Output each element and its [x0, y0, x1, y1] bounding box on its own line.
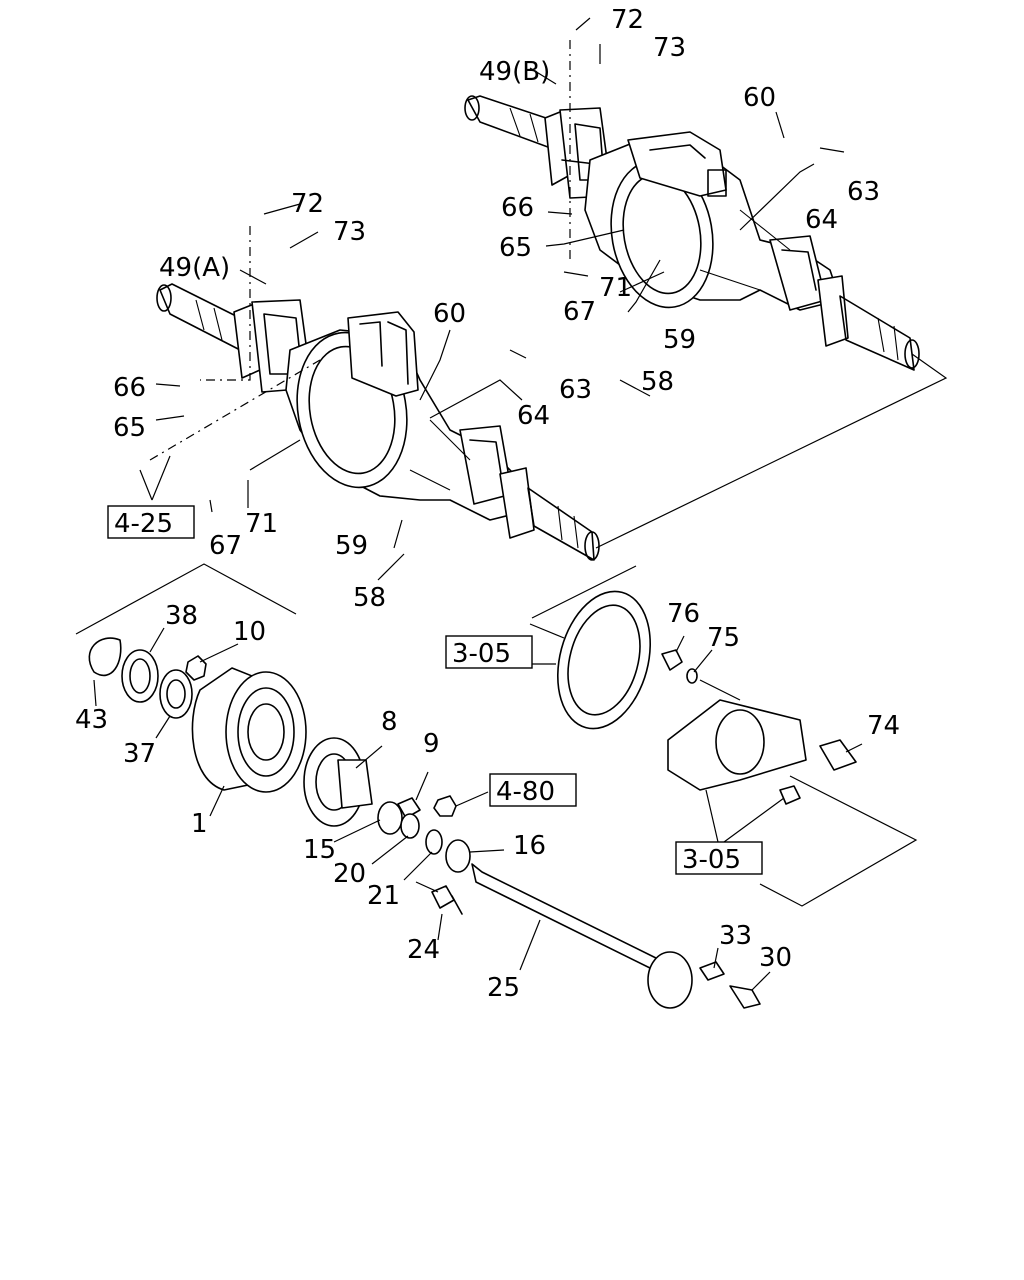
label-66-lower: 66 — [113, 373, 146, 403]
label-64-lower: 64 — [517, 401, 550, 431]
ref-text-4-80: 4-80 — [496, 777, 555, 807]
label-58-upper: 58 — [641, 367, 674, 397]
label-75: 75 — [707, 623, 740, 653]
label-37: 37 — [123, 739, 156, 769]
label-25: 25 — [487, 973, 520, 1003]
ref-box-3-05-backing[interactable]: 3-05 — [445, 635, 533, 669]
label-65-upper: 65 — [499, 233, 532, 263]
label-16: 16 — [513, 831, 546, 861]
label-60-upper: 60 — [743, 83, 776, 113]
axle-housing-lower — [156, 283, 600, 561]
label-74: 74 — [867, 711, 900, 741]
brake-bracket — [667, 699, 857, 805]
label-20: 20 — [333, 859, 366, 889]
label-71-upper: 71 — [599, 273, 632, 303]
label-58-lower: 58 — [353, 583, 386, 613]
ref-text-4-25: 4-25 — [114, 509, 173, 539]
label-9: 9 — [423, 729, 440, 759]
hub-assembly — [88, 637, 471, 915]
label-73-lower: 73 — [333, 217, 366, 247]
label-43: 43 — [75, 705, 108, 735]
label-21: 21 — [367, 881, 400, 911]
label-67-upper: 67 — [563, 297, 596, 327]
label-38: 38 — [165, 601, 198, 631]
label-30: 30 — [759, 943, 792, 973]
label-72-upper: 72 — [611, 5, 644, 35]
label-15: 15 — [303, 835, 336, 865]
backing-plate — [556, 590, 698, 730]
label-73-upper: 73 — [653, 33, 686, 63]
label-49a: 49(A) — [159, 253, 230, 283]
leader-lines — [75, 17, 948, 991]
label-65-lower: 65 — [113, 413, 146, 443]
axle-shaft — [471, 863, 761, 1009]
ref-text-3-05-backing: 3-05 — [452, 639, 511, 669]
ref-box-3-05-bracket[interactable]: 3-05 — [675, 841, 763, 875]
label-49b: 49(B) — [479, 57, 550, 87]
label-10: 10 — [233, 617, 266, 647]
label-67-lower: 67 — [209, 531, 242, 561]
label-60-lower: 60 — [433, 299, 466, 329]
label-1: 1 — [191, 809, 208, 839]
label-63-upper: 63 — [847, 177, 880, 207]
label-71-lower: 71 — [245, 509, 278, 539]
label-24: 24 — [407, 935, 440, 965]
part-labels: 72 73 49(B) 60 63 64 66 65 71 67 59 58 7… — [75, 5, 900, 1003]
label-76: 76 — [667, 599, 700, 629]
ref-box-4-25[interactable]: 4-25 — [107, 505, 195, 539]
label-59-upper: 59 — [663, 325, 696, 355]
ref-text-3-05-bracket: 3-05 — [682, 845, 741, 875]
label-8: 8 — [381, 707, 398, 737]
ref-box-4-80[interactable]: 4-80 — [489, 773, 577, 807]
label-63-lower: 63 — [559, 375, 592, 405]
label-33: 33 — [719, 921, 752, 951]
label-66-upper: 66 — [501, 193, 534, 223]
label-72-lower: 72 — [291, 189, 324, 219]
axle-housing-upper — [464, 95, 920, 371]
label-64-upper: 64 — [805, 205, 838, 235]
label-59-lower: 59 — [335, 531, 368, 561]
